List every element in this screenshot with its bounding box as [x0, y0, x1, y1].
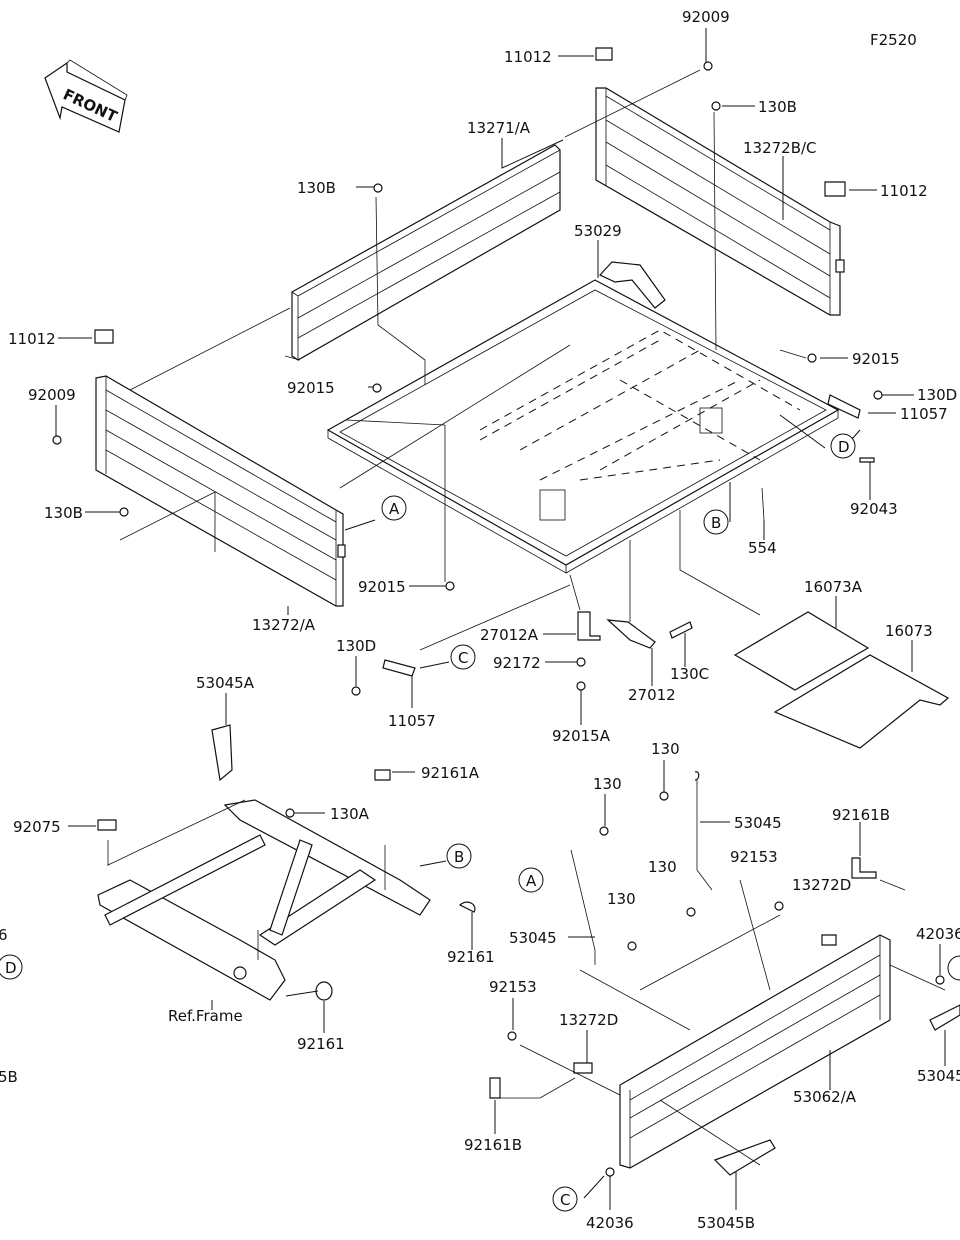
- front-panel-13272A: [95, 375, 346, 607]
- hardware-cluster: [52, 47, 883, 696]
- leader-lines: [55, 28, 946, 1210]
- part-label: 13272D: [792, 876, 851, 894]
- side-panel-13271A: [284, 144, 561, 361]
- part-label: 11012: [880, 182, 928, 200]
- part-label: 130: [651, 740, 680, 758]
- part-label: 27012A: [480, 626, 539, 644]
- part-label: 92161B: [464, 1136, 522, 1154]
- part-label: 92161B: [832, 806, 890, 824]
- part-label: 130D: [917, 386, 957, 404]
- callout-A-lower: A: [518, 867, 544, 893]
- part-label: 6: [0, 926, 8, 944]
- part-label: 92161: [297, 1035, 345, 1053]
- part-label: 92075: [13, 818, 61, 836]
- callout-C-upper: C: [450, 644, 476, 670]
- part-label: 13272D: [559, 1011, 618, 1029]
- rear-panel-13272BC: [595, 87, 845, 316]
- part-label: 92172: [493, 654, 541, 672]
- cargo-bed-53029: [326, 261, 840, 574]
- front-arrow-icon: FRONT: [44, 59, 128, 133]
- floor-mats: [733, 611, 950, 749]
- part-label: 130B: [297, 179, 336, 197]
- part-label: 5B: [0, 1068, 18, 1086]
- part-label: 92015: [358, 578, 406, 596]
- svg-text:C: C: [560, 1191, 570, 1209]
- part-label: 53029: [574, 222, 622, 240]
- svg-text:C: C: [458, 649, 468, 667]
- part-label: 53045B: [697, 1214, 755, 1232]
- part-label: 53045: [917, 1067, 960, 1085]
- part-label: 42036: [586, 1214, 634, 1232]
- callout-partial-right: [947, 955, 960, 981]
- part-label: 130: [593, 775, 622, 793]
- callout-A-upper: A: [381, 495, 407, 521]
- part-label: 16073A: [804, 578, 863, 596]
- part-label: 92015A: [552, 727, 611, 745]
- callout-C-lower: C: [552, 1186, 578, 1212]
- part-label: 130B: [758, 98, 797, 116]
- part-label: 92043: [850, 500, 898, 518]
- part-label: 92161: [447, 948, 495, 966]
- svg-text:A: A: [389, 500, 400, 518]
- part-label: 11012: [504, 48, 552, 66]
- part-label: 130A: [330, 805, 370, 823]
- part-label: 13271/A: [467, 119, 531, 137]
- part-label: 130C: [670, 665, 709, 683]
- figure-code: F2520: [870, 31, 917, 49]
- part-label: 53062/A: [793, 1088, 857, 1106]
- part-label: 13272B/C: [743, 139, 817, 157]
- part-label: 11012: [8, 330, 56, 348]
- svg-text:D: D: [5, 959, 17, 977]
- assembly-lines: [107, 69, 946, 1166]
- part-label: 11057: [900, 405, 948, 423]
- part-label: 92009: [28, 386, 76, 404]
- part-label: 42036: [916, 925, 960, 943]
- part-label: 92015: [287, 379, 335, 397]
- part-label: 92153: [730, 848, 778, 866]
- part-label: 53045: [509, 929, 557, 947]
- part-label: 13272/A: [252, 616, 316, 634]
- part-label: 53045A: [196, 674, 255, 692]
- ref-frame-label: Ref.Frame: [168, 1007, 243, 1025]
- part-labels: 92009 11012 130B 13272B/C 11012 13271/A …: [0, 8, 960, 1232]
- part-label: 92009: [682, 8, 730, 26]
- part-label: 130: [607, 890, 636, 908]
- callout-B-lower: B: [446, 843, 472, 869]
- part-label: 27012: [628, 686, 676, 704]
- callout-D-left: D: [0, 954, 23, 980]
- part-label: 92161A: [421, 764, 480, 782]
- part-label: 130D: [336, 637, 376, 655]
- callout-D-upper: D: [830, 433, 856, 459]
- part-label: 53045: [734, 814, 782, 832]
- svg-text:A: A: [526, 872, 537, 890]
- callout-B-upper: B: [703, 509, 729, 535]
- svg-text:D: D: [838, 438, 850, 456]
- part-label: 130B: [44, 504, 83, 522]
- part-label: 92153: [489, 978, 537, 996]
- ref-frame-assembly: [97, 724, 476, 1001]
- svg-text:B: B: [711, 514, 721, 532]
- part-label: 554: [748, 539, 777, 557]
- part-label: 16073: [885, 622, 933, 640]
- part-label: 92015: [852, 350, 900, 368]
- svg-text:B: B: [454, 848, 464, 866]
- tailgate-53062A: [489, 771, 960, 1177]
- part-label: 11057: [388, 712, 436, 730]
- part-label: 130: [648, 858, 677, 876]
